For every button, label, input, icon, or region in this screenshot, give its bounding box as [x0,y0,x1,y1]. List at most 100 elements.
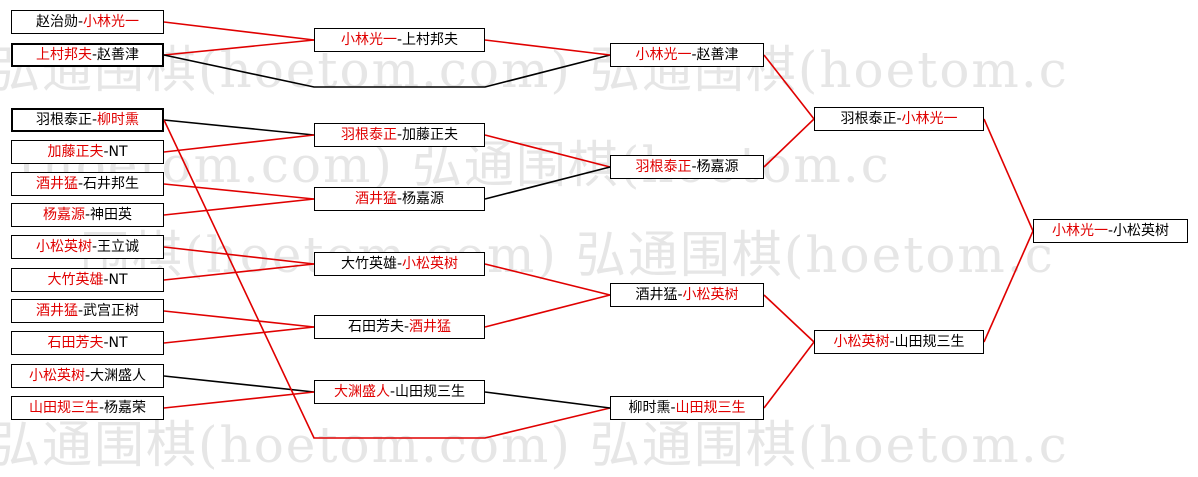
player-name: 小林光一 [635,47,692,63]
match-box: 柳时熏-山田规三生 [610,396,764,420]
player-name: 小松英树 [833,334,890,350]
player-name: NT [108,144,128,160]
match-box: 羽根泰正-杨嘉源 [610,155,764,179]
match-box: 石田芳夫-NT [11,331,164,355]
player-name: 大渊盛人 [333,384,390,400]
winner-connector [163,21,315,41]
winner-connector [163,119,611,439]
player-name: 山田规三生 [28,400,99,416]
winner-connector [163,263,315,281]
separator: - [103,335,109,351]
player-name: 羽根泰正 [840,111,897,127]
separator: - [91,47,98,63]
match-box: 大竹英雄-NT [11,268,164,292]
player-name: 赵善津 [97,47,140,63]
separator: - [396,191,403,207]
bracket-lines [163,21,1034,439]
player-name: 上村邦夫 [402,32,459,48]
winner-connector [163,310,315,328]
winner-connector [163,391,315,409]
match-box: 小林光一-上村邦夫 [314,28,485,52]
player-name: 赵善津 [696,47,739,63]
separator: - [98,400,105,416]
player-name: 羽根泰正 [340,127,397,143]
player-name: 小松英树 [35,239,92,255]
player-name: 小林光一 [83,14,140,30]
match-box: 石田芳夫-酒井猛 [314,315,485,339]
player-name: 杨嘉荣 [104,400,147,416]
winner-connector [484,39,611,56]
winner-connector [163,39,315,56]
player-name: 赵治勋 [35,14,78,30]
separator: - [691,159,697,175]
loser-connector [163,375,315,393]
winner-connector [983,118,1034,232]
separator: - [889,334,895,350]
separator: - [396,256,403,272]
match-box: 加藤正夫-NT [11,140,164,164]
player-name: 小林光一 [340,32,397,48]
match-box: 山田规三生-杨嘉荣 [11,396,164,420]
player-name: 杨嘉源 [402,191,445,207]
player-name: 酒井猛 [409,319,452,335]
match-box: 羽根泰正-加藤正夫 [314,123,485,147]
winner-connector [763,294,815,343]
player-name: 山田规三生 [675,400,746,416]
player-name: 神田英 [90,207,133,223]
match-box: 酒井猛-杨嘉源 [314,187,485,211]
winner-connector [484,294,611,328]
separator: - [896,111,902,127]
player-name: 羽根泰正 [35,112,92,128]
separator: - [77,14,84,30]
player-name: NT [108,272,128,288]
loser-connector [484,166,611,200]
player-name: 石田芳夫 [347,319,404,335]
player-name: 大渊盛人 [90,368,147,384]
separator: - [91,112,98,128]
separator: - [91,239,98,255]
player-name: 小松英树 [1113,223,1170,239]
separator: - [77,303,84,319]
player-name: 加藤正夫 [402,127,459,143]
bracket-canvas: 弘通围棋(hoetom.com) 弘通围棋(hoetom.c (hoetom.c… [0,10,1188,474]
separator: - [77,176,84,192]
player-name: 小松英树 [402,256,459,272]
player-name: 山田规三生 [395,384,466,400]
player-name: 小松英树 [28,368,85,384]
player-name: 酒井猛 [35,176,78,192]
winner-connector [163,246,315,265]
player-name: 酒井猛 [635,287,678,303]
separator: - [677,287,683,303]
player-name: 王立诚 [97,239,140,255]
player-name: 山田规三生 [894,334,965,350]
separator: - [670,400,676,416]
separator: - [403,319,410,335]
player-name: 武宫正树 [83,303,140,319]
match-box: 小松英树-大渊盛人 [11,364,164,388]
separator: - [396,32,403,48]
player-name: 大竹英雄 [47,272,104,288]
winner-connector [484,134,611,168]
match-box: 酒井猛-小松英树 [610,283,764,307]
loser-connector [163,54,611,88]
match-box: 上村邦夫-赵善津 [11,43,164,67]
match-box: 小林光一-小松英树 [1033,219,1188,243]
match-box: 小林光一-赵善津 [610,43,764,67]
separator: - [389,384,396,400]
player-name: 上村邦夫 [35,47,92,63]
player-name: 加藤正夫 [47,144,104,160]
separator: - [103,272,109,288]
separator: - [1107,223,1114,239]
player-name: 石田芳夫 [47,335,104,351]
player-name: 小松英树 [682,287,739,303]
winner-connector [763,341,815,409]
separator: - [103,144,109,160]
winner-connector [484,263,611,296]
player-name: 酒井猛 [35,303,78,319]
loser-connector [484,391,611,409]
match-box: 杨嘉源-神田英 [11,203,164,227]
player-name: 小林光一 [901,111,958,127]
separator: - [691,47,697,63]
winner-connector [763,54,815,120]
winner-connector [763,118,815,168]
